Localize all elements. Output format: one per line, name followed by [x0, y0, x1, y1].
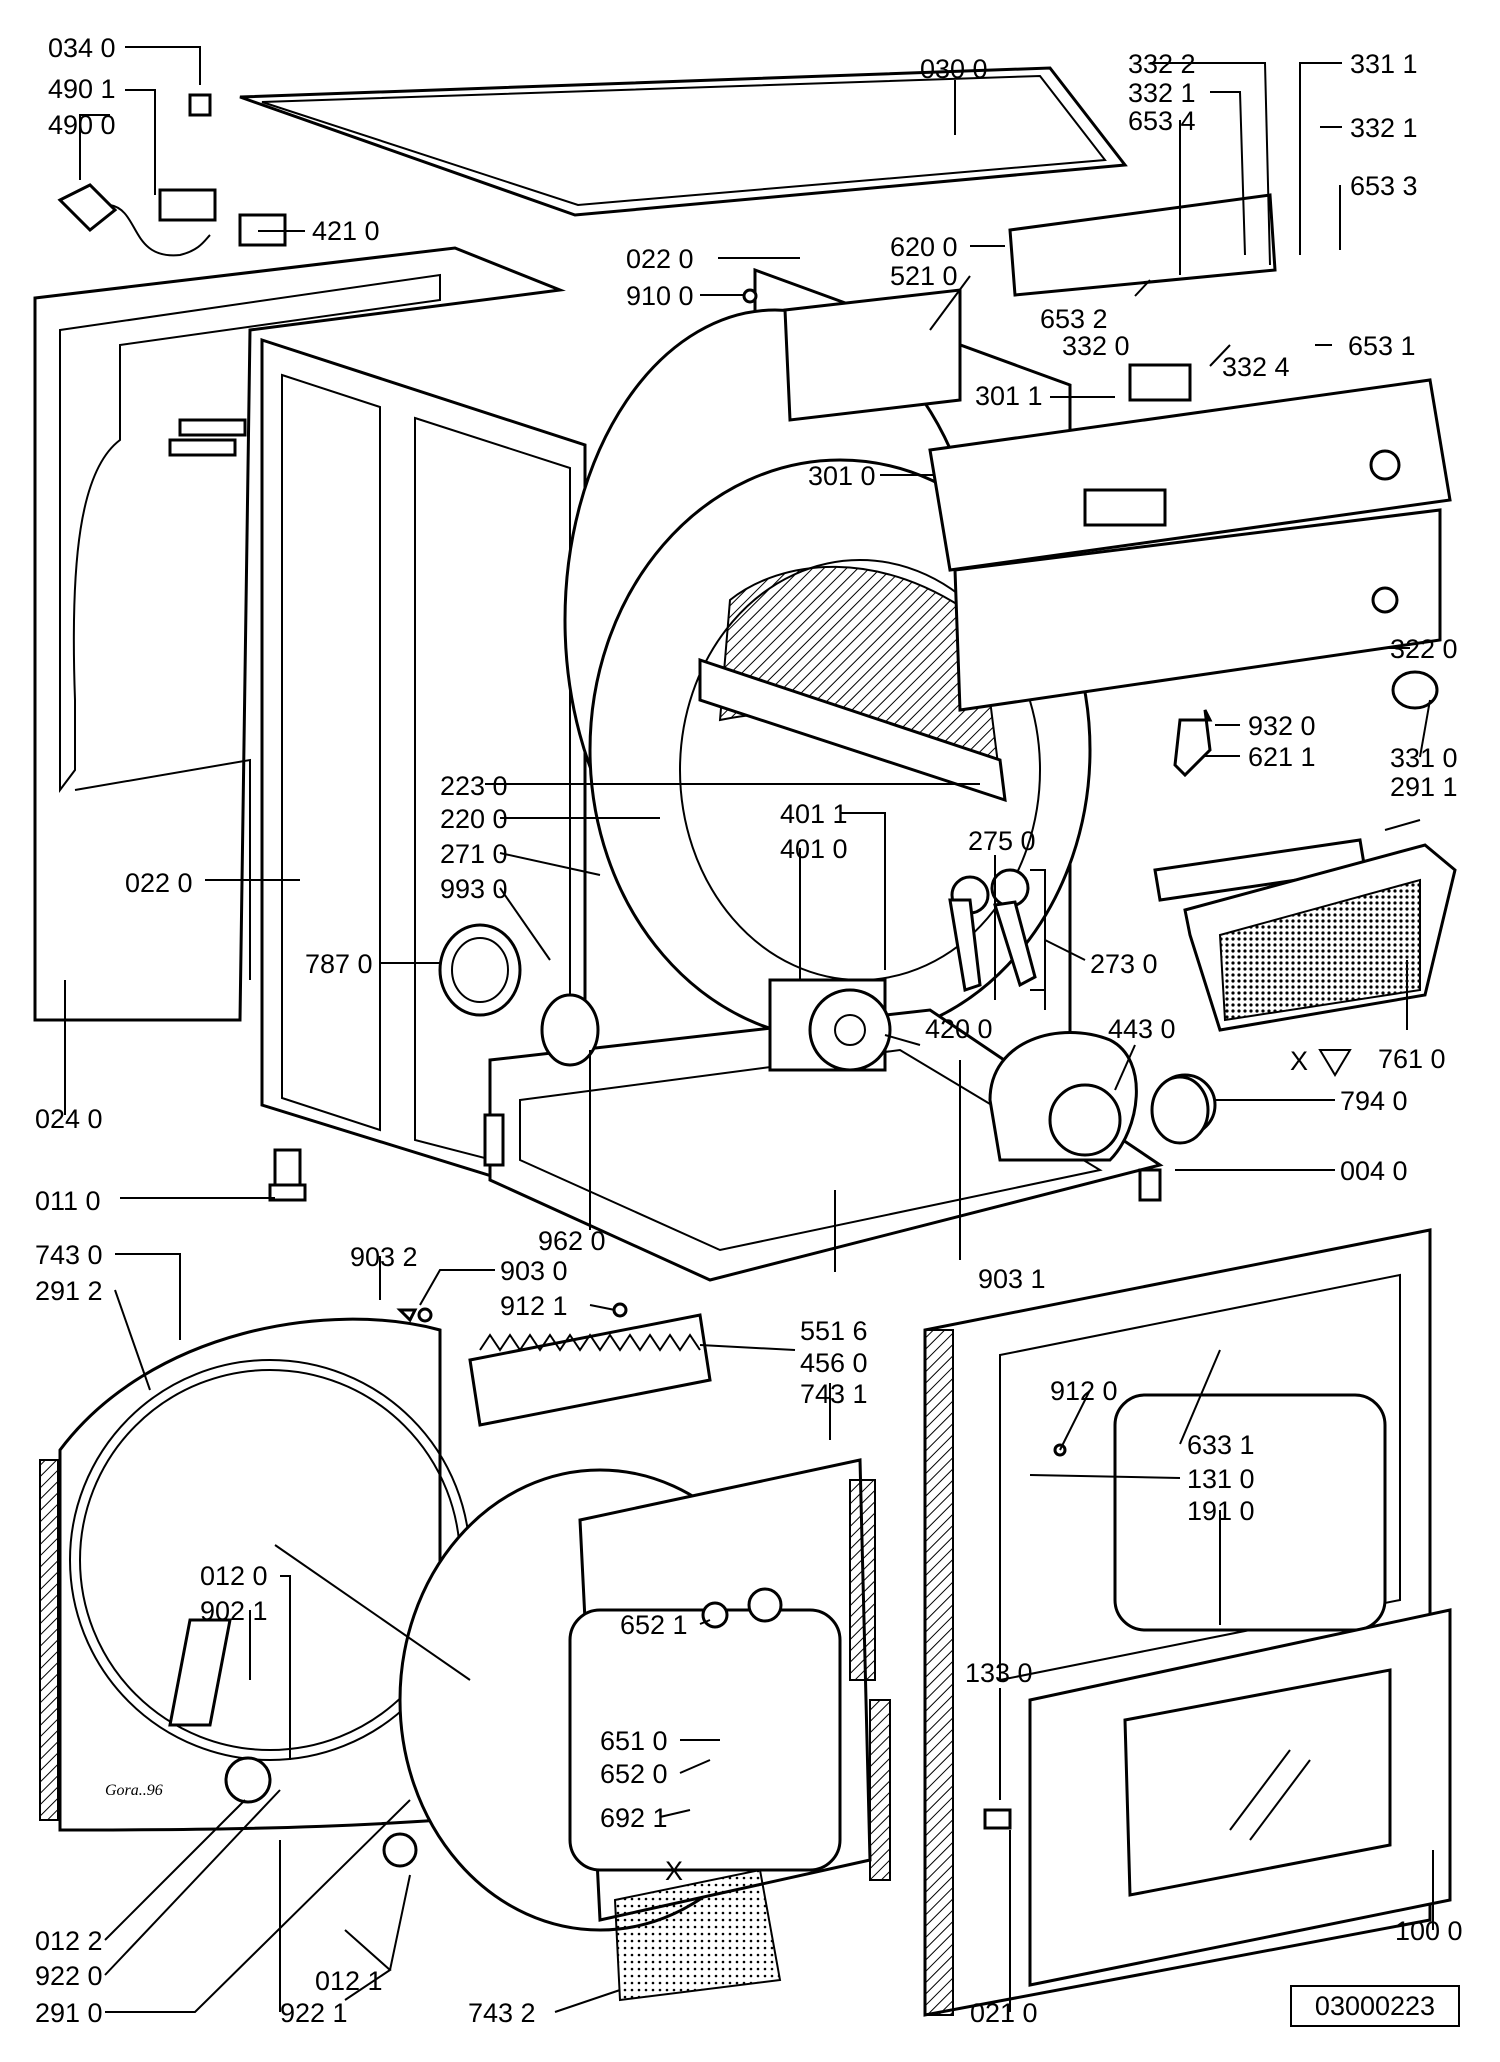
- callout-301-1: 301 1: [975, 381, 1043, 411]
- callout-903-1: 903 1: [978, 1264, 1046, 1294]
- callout-332-2: 332 2: [1128, 49, 1196, 79]
- callout-012-0: 012 0: [200, 1561, 268, 1591]
- callout-322-0: 322 0: [1390, 634, 1458, 664]
- callout-653-2: 653 2: [1040, 304, 1108, 334]
- top-cover: [239, 66, 1128, 217]
- callout-912-0: 912 0: [1050, 1376, 1118, 1406]
- callout-490-1: 490 1: [48, 74, 116, 104]
- callout-761-0: 761 0: [1378, 1044, 1446, 1074]
- lint-filter: [1153, 838, 1457, 1077]
- callout-331-1: 331 1: [1350, 49, 1418, 79]
- seal-ring: [1150, 1075, 1210, 1145]
- leader-lines: [64, 46, 1434, 2013]
- callout-903-0: 903 0: [500, 1256, 568, 1286]
- callout-332-0: 332 0: [1062, 331, 1130, 361]
- bearing-bracket: [398, 1458, 891, 2002]
- callout-910-0: 910 0: [626, 281, 694, 311]
- callout-011-0: 011 0: [35, 1186, 101, 1216]
- motor: [768, 978, 921, 1072]
- callout-932-0: 932 0: [1248, 711, 1316, 741]
- callout-332-4: 332 4: [1222, 352, 1290, 382]
- callout-993-0: 993 0: [440, 874, 508, 904]
- callout-456-0: 456 0: [800, 1348, 868, 1378]
- callout-551-6: 551 6: [800, 1316, 868, 1346]
- callout-652-1: 652 1: [620, 1610, 688, 1640]
- callout-443-0: 443 0: [1108, 1014, 1176, 1044]
- bolt: [268, 1148, 307, 1202]
- callout-962-0: 962 0: [538, 1226, 606, 1256]
- callout-022-0a: 022 0: [626, 244, 694, 274]
- callout-743-1: 743 1: [800, 1379, 868, 1409]
- callout-653-4: 653 4: [1128, 106, 1196, 136]
- callout-633-1: 633 1: [1187, 1430, 1255, 1460]
- callout-100-0: 100 0: [1395, 1916, 1463, 1946]
- callout-332-1b: 332 1: [1350, 113, 1418, 143]
- callout-220-0: 220 0: [440, 804, 508, 834]
- door-assembly: [923, 1228, 1452, 2017]
- callout-620-0: 620 0: [890, 232, 958, 262]
- callout-401-0: 401 0: [780, 834, 848, 864]
- callout-332-1: 332 1: [1128, 78, 1196, 108]
- small-hardware: [382, 288, 1439, 1868]
- callout-621-1: 621 1: [1248, 742, 1316, 772]
- callout-912-1: 912 1: [500, 1291, 568, 1321]
- brand-plate-text: Gora..96: [105, 1782, 163, 1799]
- callout-922-0: 922 0: [35, 1961, 103, 1991]
- callout-521-0: 521 0: [890, 261, 958, 291]
- callout-787-0: 787 0: [305, 949, 373, 979]
- callout-024-0: 024 0: [35, 1104, 103, 1134]
- callout-273-0: 273 0: [1090, 949, 1158, 979]
- callout-794-0: 794 0: [1340, 1086, 1408, 1116]
- callout-012-2: 012 2: [35, 1926, 103, 1956]
- heater: [468, 1313, 712, 1427]
- callout-692-1: 692 1: [600, 1803, 668, 1833]
- callout-012-1: 012 1: [315, 1966, 383, 1996]
- callout-653-3: 653 3: [1350, 171, 1418, 201]
- callout-401-1: 401 1: [780, 799, 848, 829]
- callout-653-1: 653 1: [1348, 331, 1416, 361]
- callout-922-1: 922 1: [280, 1998, 348, 2028]
- callout-903-2: 903 2: [350, 1242, 418, 1272]
- callout-034-0: 034 0: [48, 33, 116, 63]
- tension-pulley: [948, 868, 1037, 992]
- callout-labels: 034 0 490 1 490 0 421 0 030 0 332 2 332 …: [35, 33, 1463, 2028]
- callout-301-0: 301 0: [808, 461, 876, 491]
- callout-902-1: 902 1: [200, 1596, 268, 1626]
- callout-275-0: 275 0: [968, 826, 1036, 856]
- drawing-code: 03000223: [1290, 1985, 1460, 2027]
- rear-shield: [39, 1317, 471, 1832]
- exhaust-hose: [438, 923, 600, 1067]
- callout-021-0: 021 0: [970, 1998, 1038, 2028]
- callout-022-0b: 022 0: [125, 868, 193, 898]
- callout-223-0: 223 0: [440, 771, 508, 801]
- direction-mark-x-filter: X: [1290, 1046, 1308, 1076]
- left-side-panel: [33, 246, 566, 1022]
- callout-004-0: 004 0: [1340, 1156, 1408, 1186]
- callout-133-0: 133 0: [965, 1658, 1033, 1688]
- callout-271-0: 271 0: [440, 839, 508, 869]
- callout-652-0: 652 0: [600, 1759, 668, 1789]
- callout-743-2: 743 2: [468, 1998, 536, 2028]
- callout-191-0: 191 0: [1187, 1496, 1255, 1526]
- callout-651-0: 651 0: [600, 1726, 668, 1756]
- callout-291-1: 291 1: [1390, 772, 1458, 802]
- control-panel: [783, 193, 1452, 712]
- callout-030-0: 030 0: [920, 54, 988, 84]
- callout-331-0: 331 0: [1390, 743, 1458, 773]
- direction-mark-x-bracket: X: [665, 1856, 683, 1886]
- callout-743-0: 743 0: [35, 1240, 103, 1270]
- callout-131-0: 131 0: [1187, 1464, 1255, 1494]
- callout-490-0: 490 0: [48, 110, 116, 140]
- callout-421-0: 421 0: [312, 216, 380, 246]
- callout-420-0: 420 0: [925, 1014, 993, 1044]
- callout-291-2: 291 2: [35, 1276, 103, 1306]
- callout-291-0: 291 0: [35, 1998, 103, 2028]
